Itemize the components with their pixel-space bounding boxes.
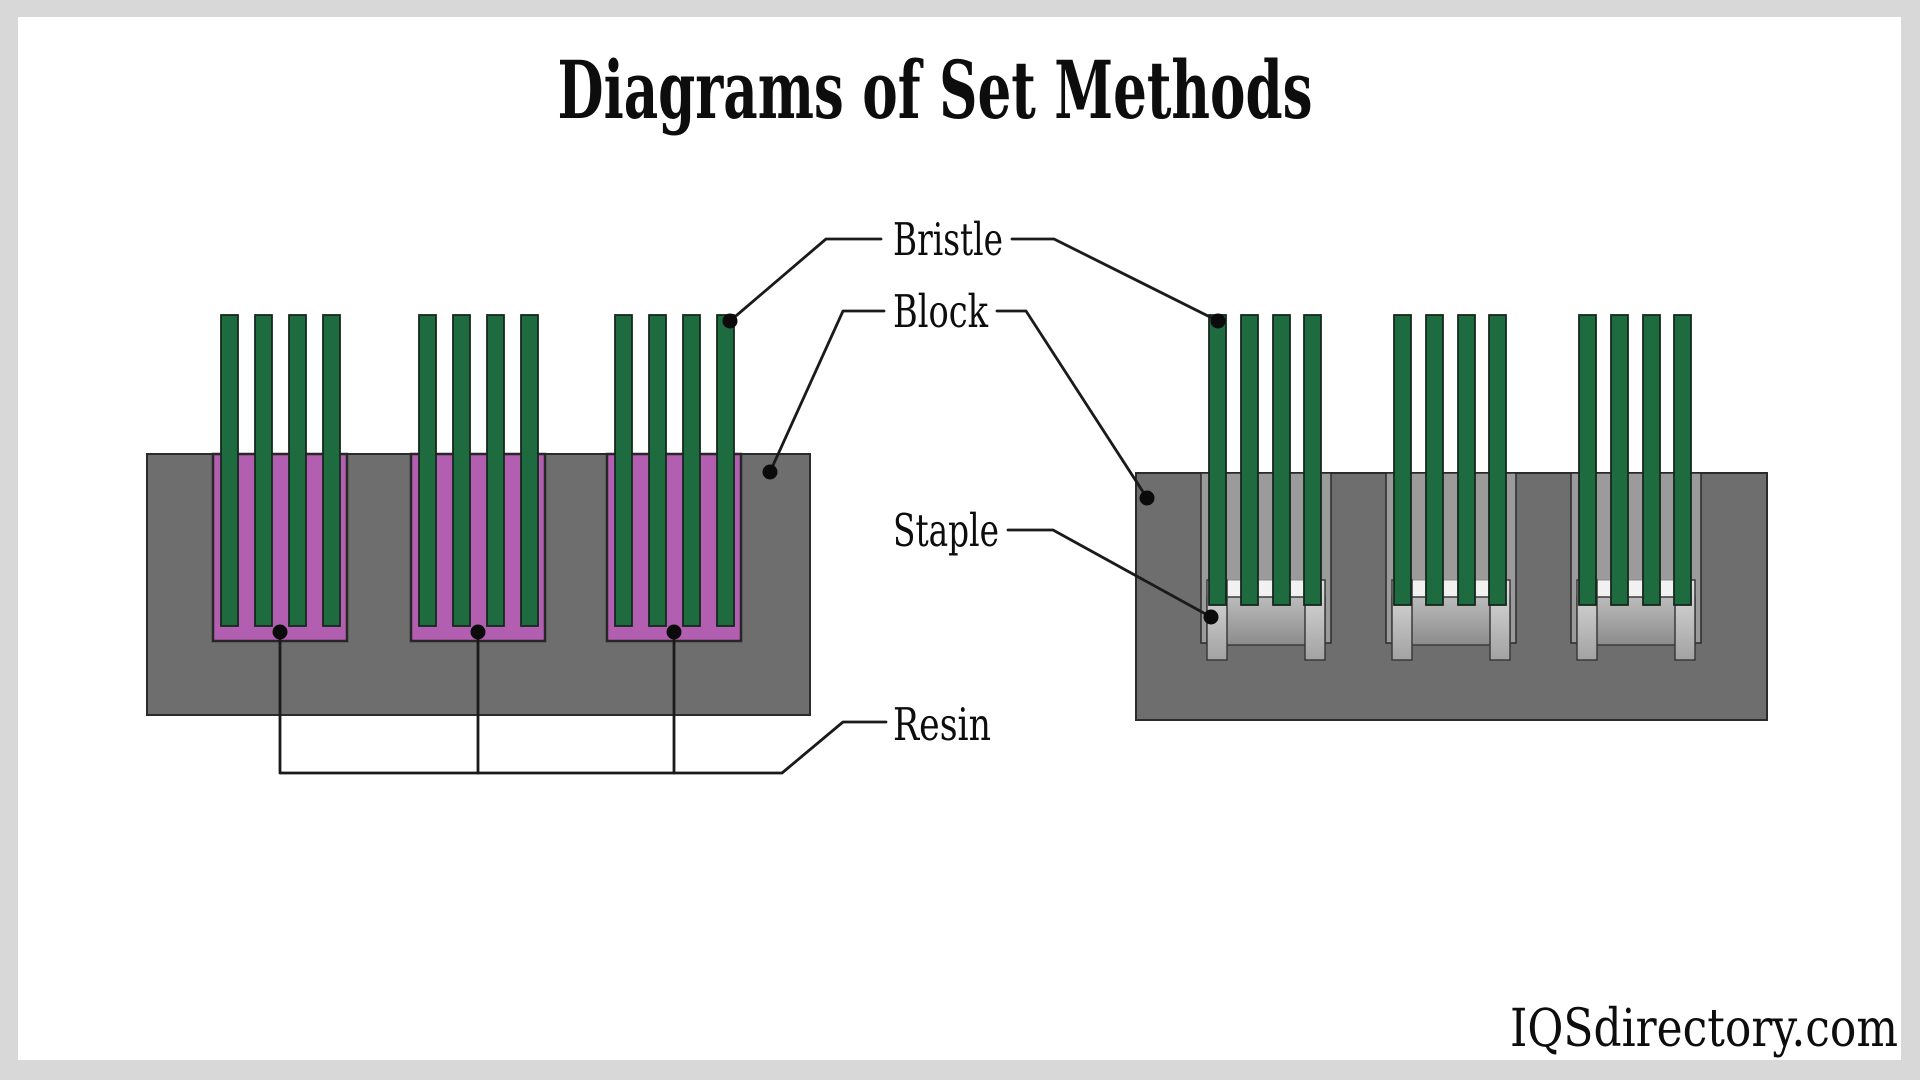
resin-bristle-group-3 [614, 314, 735, 627]
staple-group-1 [1200, 314, 1332, 661]
leader-lines [272, 237, 1226, 775]
bristle [1272, 314, 1291, 606]
bristle-anchor-dot-left [722, 313, 738, 329]
bristle [1425, 314, 1444, 606]
bristle [418, 314, 437, 627]
block-leader-left [768, 309, 886, 474]
bristle [1578, 314, 1597, 606]
bristle [1457, 314, 1476, 606]
resin-anchor-dot-2 [470, 624, 486, 640]
block-anchor-dot-right [1139, 490, 1155, 506]
staple-set-diagram [1135, 314, 1768, 721]
bristle-leader-right [1010, 237, 1220, 323]
bristle [614, 314, 633, 627]
bristle [1642, 314, 1661, 606]
bristle [486, 314, 505, 627]
resin-bristle-group-2 [418, 314, 539, 627]
resin-set-diagram [146, 314, 811, 716]
bristle [1610, 314, 1629, 606]
bristle-leader-left [728, 237, 883, 323]
bristle [648, 314, 667, 627]
label-staple: Staple [893, 504, 999, 557]
staple-group-2 [1385, 314, 1517, 661]
bristle [1393, 314, 1412, 606]
bristle [682, 314, 701, 627]
label-block: Block [893, 285, 989, 338]
label-bristle: Bristle [893, 213, 1003, 266]
resin-bristle-group-1 [220, 314, 341, 627]
bristle [322, 314, 341, 627]
bristle [1488, 314, 1507, 606]
block-leader-right [995, 309, 1149, 500]
watermark: IQSdirectory.com [1510, 999, 1898, 1059]
staple-leader [1006, 528, 1213, 619]
resin-anchor-dot-1 [272, 624, 288, 640]
page-title: Diagrams of Set Methods [558, 43, 1313, 137]
staple-group-3 [1570, 314, 1702, 661]
bristle-anchor-dot-right [1210, 313, 1226, 329]
bristle [220, 314, 239, 627]
block-anchor-dot-left [762, 464, 778, 480]
bristle [520, 314, 539, 627]
label-resin: Resin [893, 698, 991, 751]
bristle [1303, 314, 1322, 606]
bristle [288, 314, 307, 627]
bristle [254, 314, 273, 627]
bristle [1208, 314, 1227, 606]
bristle [1240, 314, 1259, 606]
resin-leader [278, 630, 888, 775]
staple-anchor-dot [1203, 609, 1219, 625]
bristle [1673, 314, 1692, 606]
bristle [716, 314, 735, 627]
resin-anchor-dot-3 [666, 624, 682, 640]
bristle [452, 314, 471, 627]
